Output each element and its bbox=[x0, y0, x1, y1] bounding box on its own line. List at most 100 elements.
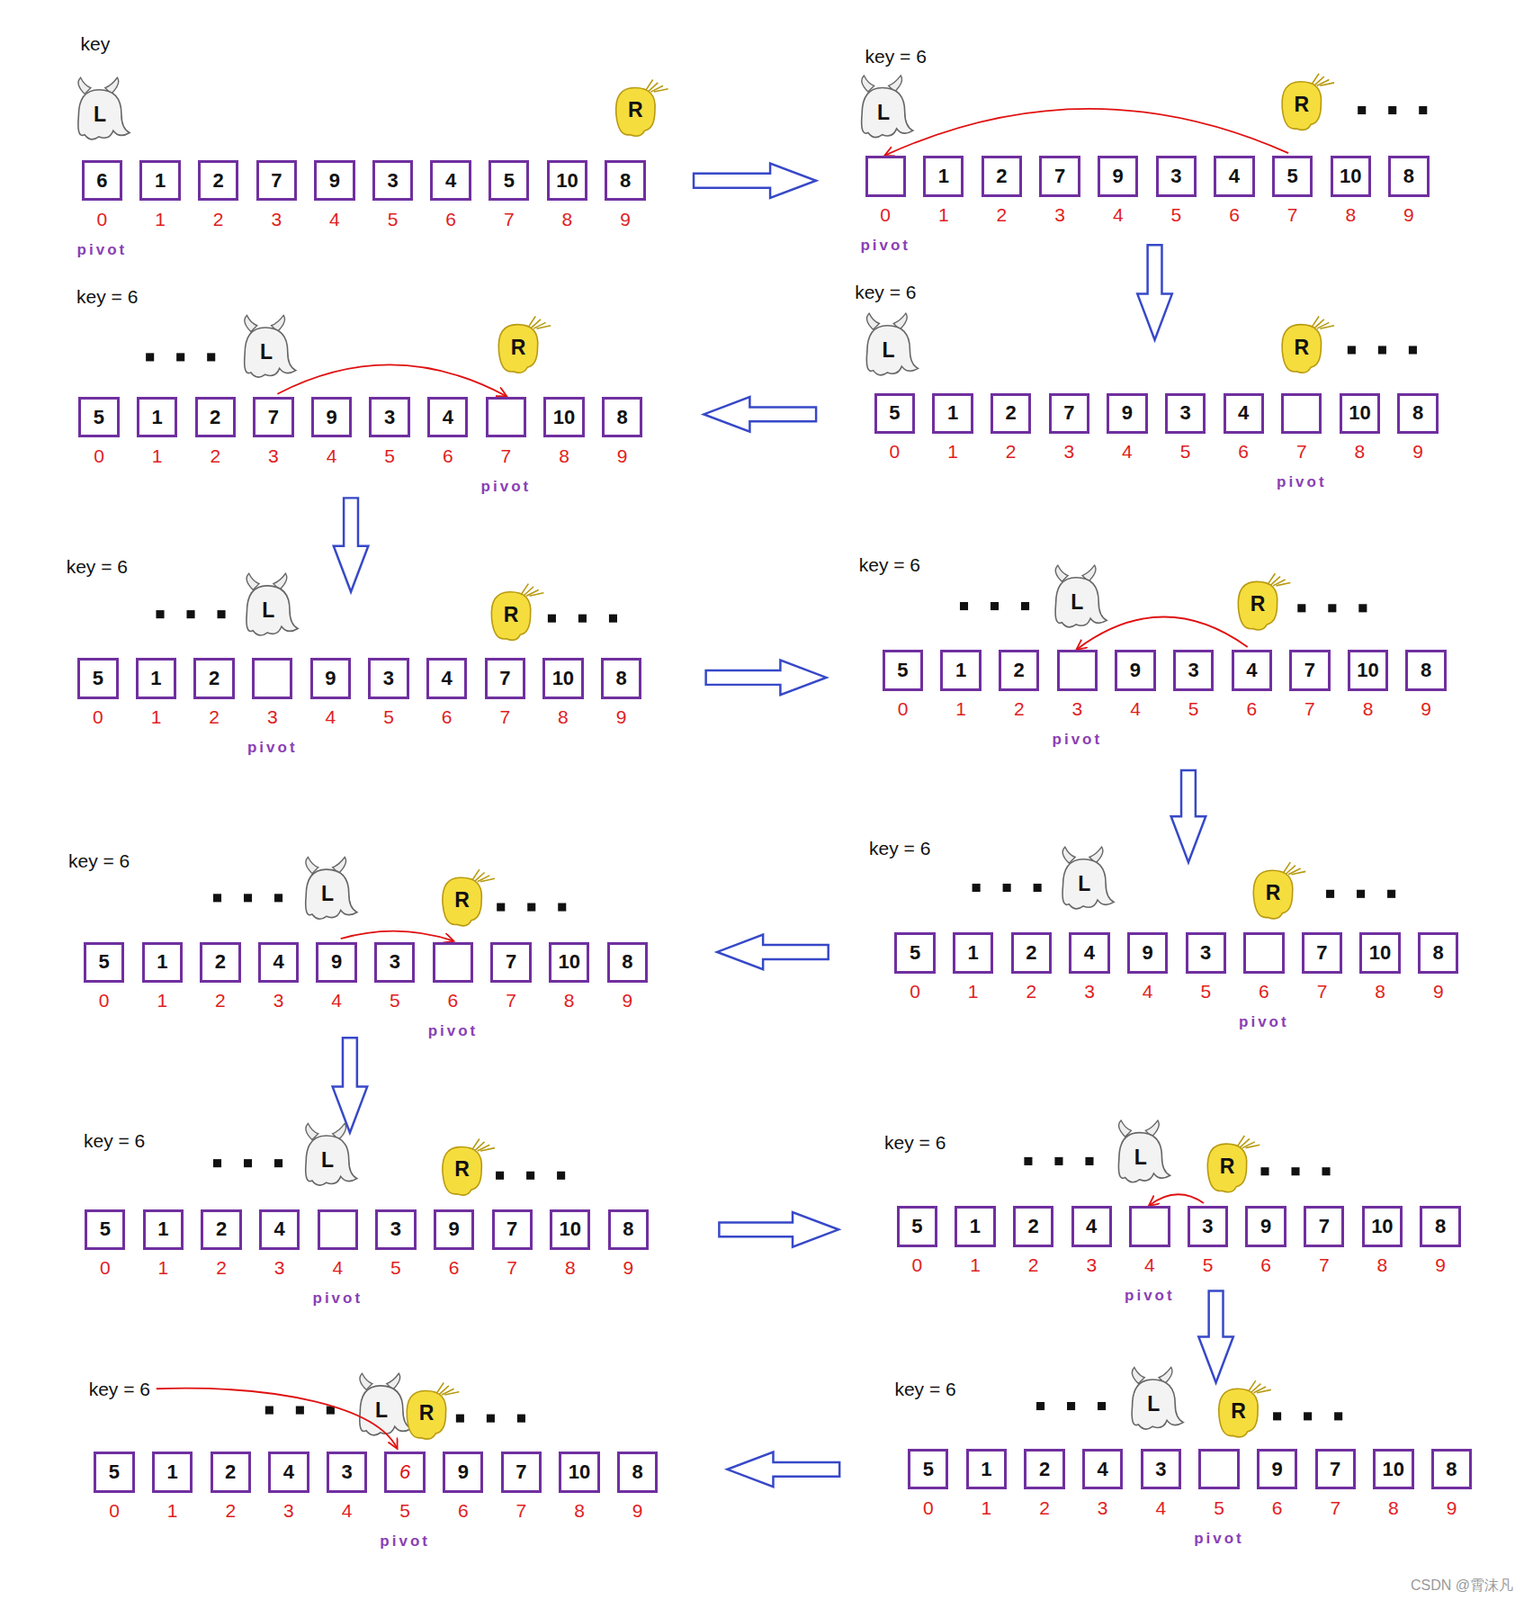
ellipsis-dot bbox=[206, 352, 216, 361]
pivot-label: pivot bbox=[1193, 1529, 1245, 1545]
index-number: 9 bbox=[619, 208, 631, 228]
index-number: 0 bbox=[99, 1257, 111, 1277]
cell-value: 9 bbox=[1271, 1457, 1282, 1481]
right-pointer: R bbox=[419, 1402, 435, 1424]
cell-value: 4 bbox=[1237, 401, 1249, 425]
array-cell: 4 bbox=[259, 1209, 300, 1250]
cell-value: 2 bbox=[995, 164, 1007, 189]
ellipsis-dot bbox=[1054, 1156, 1063, 1166]
index-number: 0 bbox=[897, 698, 909, 718]
array-cell: 9 bbox=[313, 160, 355, 201]
array-cell: 9 bbox=[311, 396, 352, 438]
array-cell: 8 bbox=[1431, 1448, 1472, 1489]
index-number: 7 bbox=[1304, 698, 1316, 718]
array-cell: 6 bbox=[384, 1451, 425, 1492]
index-number: 7 bbox=[1329, 1497, 1341, 1516]
array-cell: 4 bbox=[426, 657, 467, 699]
array-cell: 7 bbox=[1289, 649, 1330, 691]
array-cell: 1 bbox=[142, 941, 183, 983]
index-number: 8 bbox=[1362, 698, 1374, 718]
array-cell: 7 bbox=[1048, 393, 1090, 434]
ellipsis-dot bbox=[1418, 106, 1427, 115]
array-cell: 5 bbox=[77, 657, 118, 699]
index-number: 1 bbox=[969, 1254, 981, 1273]
ellipsis-dot bbox=[274, 893, 283, 902]
index-number: 9 bbox=[616, 706, 628, 726]
index-number: 9 bbox=[1434, 1254, 1446, 1273]
index-number: 1 bbox=[156, 990, 168, 1010]
spike bbox=[654, 89, 669, 92]
array-cell: 1 bbox=[940, 649, 981, 691]
ellipsis-dot bbox=[1326, 889, 1335, 898]
ellipsis-dot bbox=[1347, 345, 1356, 354]
cell-value: 4 bbox=[274, 1217, 286, 1241]
index-number: 1 bbox=[158, 1257, 170, 1277]
cell-value: 9 bbox=[331, 950, 342, 974]
key-label: key = 6 bbox=[66, 556, 128, 576]
array-cell: 4 bbox=[1223, 393, 1265, 434]
cell-value: 4 bbox=[445, 169, 457, 193]
index-number: 0 bbox=[909, 980, 921, 1000]
right-pointer: R bbox=[454, 889, 470, 911]
cell-value: 2 bbox=[213, 169, 225, 193]
index-number: 6 bbox=[1260, 1254, 1272, 1273]
cell-value: 3 bbox=[390, 1217, 402, 1241]
index-number: 1 bbox=[938, 205, 950, 225]
index-number: 8 bbox=[1388, 1497, 1399, 1516]
index-number: 7 bbox=[1317, 980, 1328, 1000]
cell-value: 8 bbox=[615, 666, 627, 691]
cell-value: 7 bbox=[1329, 1457, 1341, 1481]
array-cell: 7 bbox=[1301, 932, 1343, 973]
index-number: 0 bbox=[912, 1254, 924, 1273]
array-cell: 3 bbox=[1173, 649, 1214, 691]
left-pointer: L bbox=[259, 341, 273, 363]
cell-value: 10 bbox=[1339, 164, 1362, 189]
cell-value: 2 bbox=[1005, 401, 1017, 425]
ghost-figure bbox=[1131, 1379, 1184, 1429]
ellipsis-dot bbox=[243, 893, 252, 902]
index-number: 7 bbox=[1296, 441, 1308, 461]
array-cell: 8 bbox=[608, 1209, 649, 1250]
key-label: key = 6 bbox=[869, 838, 931, 858]
array-cell: 2 bbox=[210, 1451, 252, 1492]
index-number: 3 bbox=[1085, 1254, 1097, 1273]
index-number: 2 bbox=[1028, 1254, 1040, 1273]
cell-value: 9 bbox=[448, 1217, 459, 1241]
cell-value: 5 bbox=[99, 1217, 111, 1241]
index-number: 4 bbox=[325, 706, 337, 726]
pivot-label: pivot bbox=[428, 1022, 479, 1039]
ellipsis-dot bbox=[1066, 1401, 1076, 1410]
right-pointer: R bbox=[1294, 336, 1310, 358]
cell-value: 5 bbox=[923, 1457, 934, 1481]
index-number: 3 bbox=[268, 445, 279, 465]
yellow-figure bbox=[491, 591, 530, 641]
array-cell: 9 bbox=[1245, 1205, 1286, 1247]
cell-value: 1 bbox=[968, 941, 979, 965]
left-pointer: L bbox=[375, 1399, 388, 1421]
index-number: 3 bbox=[274, 1257, 286, 1277]
array-cell: 4 bbox=[1068, 932, 1110, 973]
index-number: 0 bbox=[923, 1497, 934, 1516]
array-cell: 3 bbox=[326, 1451, 368, 1492]
index-number: 6 bbox=[1228, 205, 1240, 225]
index-number: 3 bbox=[1063, 441, 1075, 461]
index-number: 4 bbox=[1129, 698, 1141, 718]
array-cell: 4 bbox=[258, 941, 299, 983]
watermark: CSDN @霄沫凡 bbox=[1410, 1577, 1514, 1593]
array-cell: 2 bbox=[195, 396, 236, 438]
cell-value: 4 bbox=[1097, 1457, 1109, 1481]
cell-value: 3 bbox=[386, 169, 398, 193]
index-number: 4 bbox=[1142, 980, 1154, 1000]
index-number: 4 bbox=[326, 445, 338, 465]
index-number: 3 bbox=[1097, 1497, 1109, 1516]
ghost-figure bbox=[305, 869, 358, 919]
index-number: 8 bbox=[573, 1500, 585, 1520]
ellipsis-dot bbox=[527, 903, 536, 912]
empty-cell bbox=[432, 941, 474, 983]
array-cell: 2 bbox=[1013, 1205, 1054, 1247]
index-number: 7 bbox=[1318, 1254, 1330, 1273]
array-cell: 9 bbox=[1127, 932, 1168, 973]
spike bbox=[1319, 325, 1335, 329]
ellipsis-dot bbox=[547, 614, 556, 623]
right-pointer: R bbox=[1230, 1400, 1247, 1422]
